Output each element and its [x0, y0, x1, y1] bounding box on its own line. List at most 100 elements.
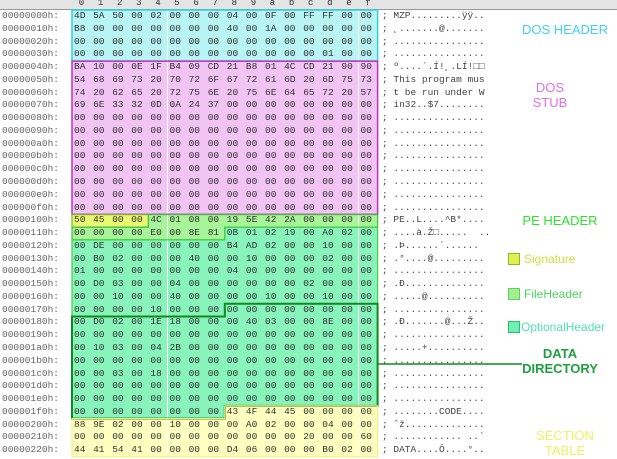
hex-byte: 00: [91, 431, 111, 445]
row-ascii: ; ................: [382, 393, 485, 405]
hex-byte: 00: [186, 124, 206, 138]
hex-byte: 00: [72, 380, 92, 394]
hex-byte: 00: [358, 99, 378, 113]
hex-byte: 00: [301, 214, 321, 228]
hex-byte: 00: [72, 201, 92, 215]
hex-byte: 00: [205, 124, 225, 138]
hex-byte: CD: [205, 61, 225, 74]
hex-byte: 00: [243, 137, 263, 151]
hex-byte: 00: [110, 329, 130, 343]
hex-byte: 00: [129, 48, 149, 62]
hex-byte: 00: [205, 48, 225, 62]
hex-byte: 00: [72, 393, 92, 406]
hex-byte: 00: [129, 35, 149, 49]
hex-byte: 00: [339, 99, 359, 113]
hex-byte: 00: [301, 303, 321, 317]
hex-byte: 20: [301, 73, 321, 87]
hex-byte: 00: [224, 431, 244, 445]
hex-byte: 00: [167, 112, 187, 125]
hex-byte: 00: [205, 316, 225, 330]
column-number: 7: [212, 0, 218, 8]
hex-byte: 00: [205, 201, 225, 215]
hex-byte: 00: [186, 176, 206, 189]
hex-byte: 00: [339, 214, 359, 228]
hex-byte: 00: [110, 354, 130, 368]
column-number: 6: [193, 0, 199, 8]
hex-byte: 00: [224, 303, 244, 317]
row-address: 00000040h:: [2, 61, 60, 73]
hex-byte: 00: [148, 418, 168, 432]
hex-byte: 00: [339, 380, 359, 394]
hex-byte: 8E: [186, 227, 206, 240]
row-address: 00000110h:: [2, 227, 60, 239]
hex-byte: 00: [205, 303, 225, 317]
hex-byte: 00: [339, 431, 359, 445]
hex-byte: 00: [167, 252, 187, 266]
hex-byte: 00: [320, 188, 340, 202]
hex-byte: 81: [205, 227, 225, 240]
hex-byte: 00: [224, 380, 244, 394]
hex-byte: 04: [224, 10, 244, 23]
row-ascii: ; ................: [382, 137, 485, 149]
hex-byte: 00: [301, 329, 321, 343]
hex-byte: 00: [129, 278, 149, 291]
hex-byte: 62: [110, 86, 130, 100]
hex-byte: 00: [358, 176, 378, 189]
hex-byte: 41: [91, 444, 111, 457]
hex-byte: 54: [110, 444, 130, 457]
hex-byte: 02: [339, 227, 359, 240]
hex-byte: 75: [243, 86, 263, 100]
row-ascii: ; This program mus: [382, 73, 485, 85]
hex-byte: 00: [282, 163, 302, 176]
hex-byte: 90: [339, 61, 359, 74]
row-address: 000001a0h:: [2, 342, 60, 354]
hex-byte: BA: [72, 61, 92, 74]
hex-byte: 00: [358, 150, 378, 164]
row-ascii: ; ................: [382, 35, 485, 47]
hex-byte: 00: [148, 278, 168, 291]
hex-byte: 02: [148, 10, 168, 23]
hex-byte: 00: [243, 393, 263, 406]
hex-byte: 50: [110, 10, 130, 23]
hex-byte: 01: [72, 265, 92, 279]
hex-byte: 00: [205, 10, 225, 23]
hex-byte: DE: [91, 239, 111, 253]
hex-byte: 00: [110, 22, 130, 36]
hex-byte: 00: [129, 380, 149, 394]
row-address: 00000030h:: [2, 48, 60, 60]
hex-byte: 00: [186, 48, 206, 62]
hex-byte: 00: [301, 367, 321, 381]
row-ascii: ; ................: [382, 188, 485, 200]
hex-byte: 00: [263, 150, 283, 164]
row-address: 00000010h:: [2, 22, 60, 34]
hex-byte: 00: [358, 124, 378, 138]
hex-byte: 00: [282, 10, 302, 23]
hex-byte: 00: [320, 431, 340, 445]
hex-byte: 6D: [282, 73, 302, 87]
hex-byte: 00: [167, 431, 187, 445]
hex-byte: 00: [224, 201, 244, 215]
hex-byte: 00: [129, 265, 149, 279]
hex-byte: 00: [339, 316, 359, 330]
hex-byte: 00: [263, 431, 283, 445]
hex-byte: 00: [224, 252, 244, 266]
hex-byte: 00: [301, 393, 321, 406]
hex-byte: 00: [167, 354, 187, 368]
row-ascii: ; DATA....Ô....°..: [382, 444, 485, 456]
hex-byte: 00: [282, 431, 302, 445]
hex-byte: 00: [129, 124, 149, 138]
hex-byte: 74: [72, 86, 92, 100]
hex-byte: 40: [243, 316, 263, 330]
row-address: 00000020h:: [2, 35, 60, 47]
hex-byte: 00: [167, 188, 187, 202]
hex-byte: 1A: [263, 22, 283, 36]
hex-byte: 00: [91, 137, 111, 151]
row-ascii: ; .....@..........: [382, 290, 485, 302]
hex-byte: 00: [91, 265, 111, 279]
hex-byte: 00: [148, 163, 168, 176]
hex-byte: 00: [282, 150, 302, 164]
hex-byte: 00: [129, 354, 149, 368]
hex-byte: 00: [186, 431, 206, 445]
hex-byte: D0: [91, 316, 111, 330]
hex-byte: 00: [263, 342, 283, 355]
